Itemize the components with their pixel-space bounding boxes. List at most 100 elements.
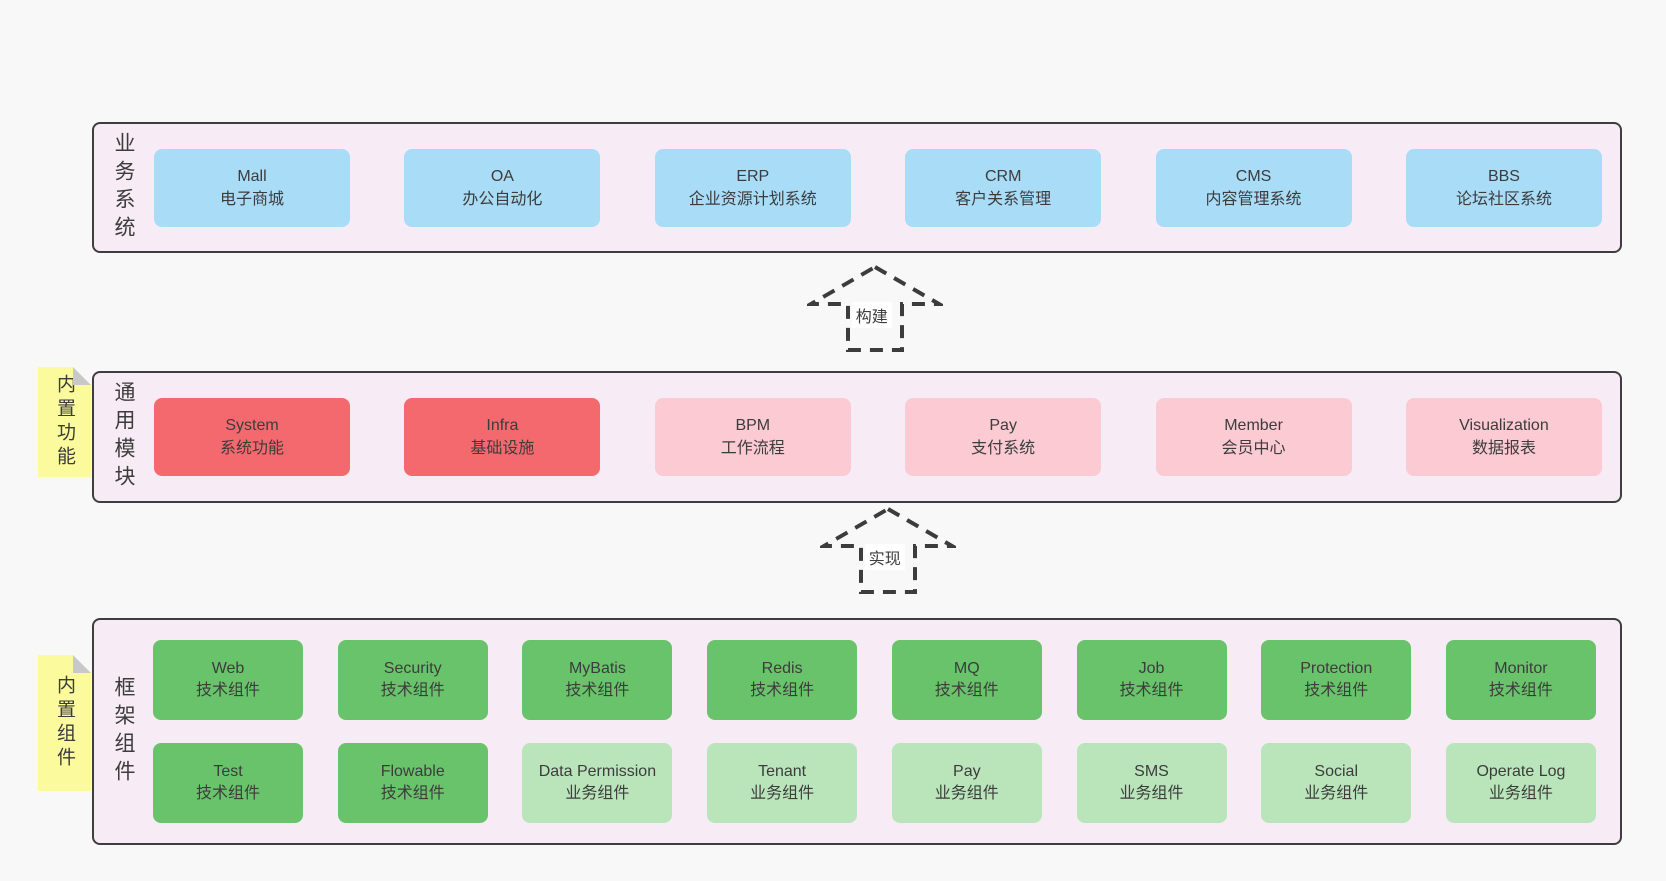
node-title: Tenant <box>758 763 807 780</box>
node-title: Social <box>1314 763 1358 780</box>
node-title: Data Permission <box>538 763 657 780</box>
node-title: CMS <box>1235 167 1272 185</box>
node-title: Operate Log <box>1476 763 1566 780</box>
node-subtitle: 系统功能 <box>219 440 284 457</box>
layer-business-systems: 业务系统 Mall 电子商城 OA 办公自动化 ERP 企业资源计划系统 CRM 客户关系管理… <box>92 122 1622 253</box>
node-title: Test <box>213 763 243 780</box>
node-subtitle: 技术组件 <box>380 785 445 802</box>
node-subtitle: 工作流程 <box>720 440 785 457</box>
node-visualization: Visualization 数据报表 <box>1405 398 1602 476</box>
node-flowable: Flowable 技术组件 <box>337 743 488 823</box>
build-arrow: 构建 <box>807 264 943 354</box>
node-oa: OA 办公自动化 <box>404 148 601 227</box>
layer-title: 业务系统 <box>112 131 135 244</box>
node-subtitle: 电子商城 <box>219 190 284 208</box>
node-bpm: BPM 工作流程 <box>654 398 851 476</box>
node-subtitle: 业务组件 <box>750 785 815 802</box>
node-subtitle: 论坛社区系统 <box>1455 190 1552 208</box>
layer-title: 框架组件 <box>112 675 135 788</box>
node-title: Protection <box>1300 660 1373 677</box>
node-title: Member <box>1224 417 1283 434</box>
node-title: System <box>225 417 279 434</box>
node-subtitle: 技术组件 <box>934 682 999 699</box>
node-subtitle: 基础设施 <box>470 440 535 457</box>
node-title: MQ <box>953 660 980 677</box>
node-title: BPM <box>735 417 771 434</box>
sticky-note-label: 内置功能 <box>54 374 75 470</box>
node-title: CRM <box>984 167 1022 185</box>
node-subtitle: 技术组件 <box>1119 682 1184 699</box>
sticky-note-built-in-features: 内置功能 <box>38 367 91 477</box>
node-subtitle: 数据报表 <box>1471 440 1536 457</box>
node-subtitle: 客户关系管理 <box>955 190 1052 208</box>
node-infra: Infra 基础设施 <box>404 398 601 476</box>
node-title: OA <box>490 167 514 185</box>
node-mall: Mall 电子商城 <box>154 148 350 227</box>
node-title: Pay <box>953 763 981 780</box>
node-subtitle: 技术组件 <box>1304 682 1369 699</box>
sticky-note-built-in-components: 内置组件 <box>38 655 91 791</box>
node-subtitle: 办公自动化 <box>462 190 543 208</box>
node-subtitle: 技术组件 <box>565 682 630 699</box>
build-arrow-label: 构建 <box>851 302 892 328</box>
node-cms: CMS 内容管理系统 <box>1155 148 1352 227</box>
node-subtitle: 业务组件 <box>934 785 999 802</box>
node-redis: Redis 技术组件 <box>707 640 858 720</box>
sticky-note-label: 内置组件 <box>54 675 75 771</box>
node-subtitle: 支付系统 <box>971 440 1036 457</box>
node-title: Redis <box>761 660 803 677</box>
node-mq: MQ 技术组件 <box>891 640 1042 720</box>
node-operate-log: Operate Log 业务组件 <box>1445 743 1596 823</box>
up-arrow-icon <box>807 264 943 352</box>
node-subtitle: 会员中心 <box>1221 440 1286 457</box>
up-arrow-icon <box>820 506 956 594</box>
node-tenant: Tenant 业务组件 <box>707 743 858 823</box>
node-title: MyBatis <box>568 660 626 677</box>
implement-arrow-label: 实现 <box>864 544 905 570</box>
node-title: SMS <box>1134 763 1169 780</box>
node-mybatis: MyBatis 技术组件 <box>522 640 673 720</box>
node-title: Pay <box>989 417 1017 434</box>
node-pay: Pay 业务组件 <box>891 743 1042 823</box>
node-system: System 系统功能 <box>154 398 350 476</box>
node-title: Infra <box>486 417 519 434</box>
node-social: Social 业务组件 <box>1261 743 1412 823</box>
node-test: Test 技术组件 <box>153 743 303 823</box>
node-title: Visualization <box>1459 417 1549 434</box>
node-title: Job <box>1138 660 1165 677</box>
node-subtitle: 技术组件 <box>380 682 445 699</box>
node-title: Mall <box>237 167 267 185</box>
node-subtitle: 业务组件 <box>565 785 630 802</box>
node-erp: ERP 企业资源计划系统 <box>654 148 851 227</box>
node-subtitle: 技术组件 <box>195 682 260 699</box>
node-subtitle: 业务组件 <box>1304 785 1369 802</box>
node-subtitle: 业务组件 <box>1488 785 1553 802</box>
node-title: Monitor <box>1494 660 1548 677</box>
node-title: Security <box>383 660 442 677</box>
node-title: Web <box>211 660 245 677</box>
node-subtitle: 业务组件 <box>1119 785 1184 802</box>
node-data-permission: Data Permission 业务组件 <box>522 743 673 823</box>
node-title: Flowable <box>380 763 445 780</box>
node-member: Member 会员中心 <box>1155 398 1352 476</box>
node-subtitle: 企业资源计划系统 <box>688 190 817 208</box>
business-systems-row: Mall 电子商城 OA 办公自动化 ERP 企业资源计划系统 CRM 客户关系管理 CMS 内容… <box>94 124 1620 251</box>
node-protection: Protection 技术组件 <box>1261 640 1412 720</box>
node-title: ERP <box>736 167 770 185</box>
node-web: Web 技术组件 <box>153 640 303 720</box>
node-pay: Pay 支付系统 <box>905 398 1102 476</box>
node-subtitle: 技术组件 <box>195 785 260 802</box>
layer-title: 通用模块 <box>112 381 135 493</box>
node-sms: SMS 业务组件 <box>1076 743 1227 823</box>
node-crm: CRM 客户关系管理 <box>905 148 1102 227</box>
node-subtitle: 技术组件 <box>750 682 815 699</box>
common-modules-row: System 系统功能 Infra 基础设施 BPM 工作流程 Pay 支付系统 Member 会… <box>94 373 1620 501</box>
node-subtitle: 内容管理系统 <box>1205 190 1302 208</box>
